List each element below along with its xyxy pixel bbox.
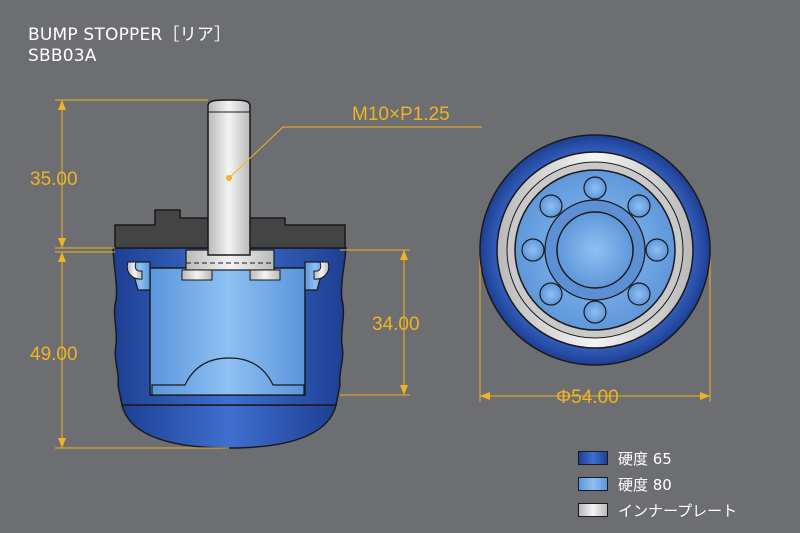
stud-height-label: 35.00 [30,169,78,190]
dimension-lines [55,99,711,449]
model-number: SBB03A [28,46,97,66]
legend-swatch [578,503,608,517]
bolt-holes [521,176,669,324]
legend-swatch [578,451,608,465]
legend-label: 硬度 80 [618,475,672,494]
diameter-label: Φ54.00 [556,387,619,408]
legend-item-hardness-65: 硬度 65 [578,445,737,471]
legend-item-inner-plate: インナープレート [578,497,737,523]
legend-label: インナープレート [618,501,738,520]
center-hub [556,211,634,289]
thread-leader [228,126,482,179]
side-view [112,99,482,449]
thread-spec-label: M10×P1.25 [352,104,450,125]
top-view [479,134,711,366]
legend-label: 硬度 65 [618,449,672,468]
legend-item-hardness-80: 硬度 80 [578,471,737,497]
core-pocket [151,357,305,396]
body-height-label: 49.00 [30,344,78,365]
bumper-dome [121,404,337,449]
legend-swatch [578,477,608,491]
dimension-arrows [58,100,710,448]
diagram-title: BUMP STOPPER［リア］ [28,25,232,45]
inner-height-label: 34.00 [372,314,420,335]
legend: 硬度 65 硬度 80 インナープレート [578,445,737,523]
